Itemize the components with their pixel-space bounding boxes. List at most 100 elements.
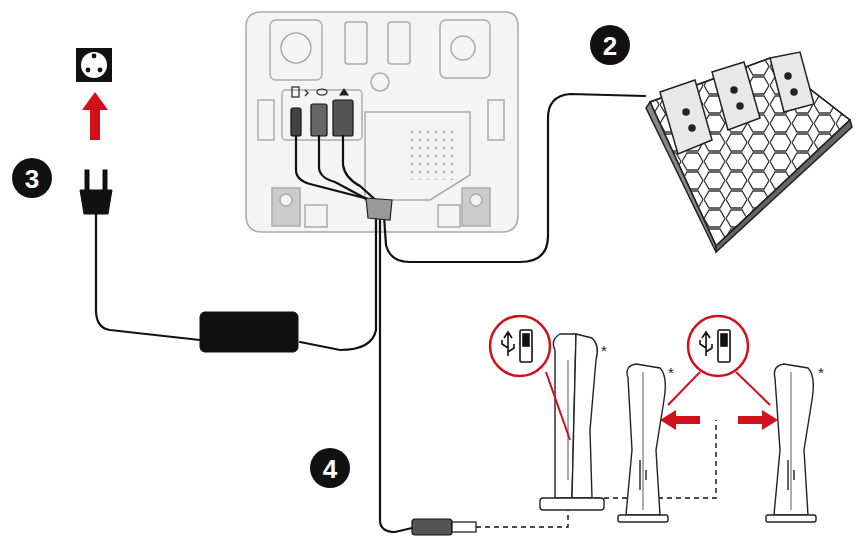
wheel-base bbox=[462, 188, 490, 226]
footnote-mark: * bbox=[601, 343, 607, 358]
port-icons bbox=[292, 87, 299, 97]
usb-port-callouts bbox=[736, 372, 770, 405]
pedal-set bbox=[683, 73, 797, 131]
wheel-base bbox=[470, 194, 482, 206]
wheel-base bbox=[280, 194, 292, 206]
wheel-base bbox=[388, 22, 410, 64]
pedal-set bbox=[731, 87, 737, 93]
plugged-connectors bbox=[311, 104, 327, 136]
wall-socket bbox=[98, 68, 103, 73]
pedal-set bbox=[683, 109, 689, 115]
wall-socket bbox=[76, 48, 112, 82]
cable-clip bbox=[366, 198, 392, 220]
callout-number: 4 bbox=[323, 456, 337, 482]
wheel-base bbox=[488, 100, 504, 140]
wheel-base bbox=[270, 20, 322, 80]
wheel-base bbox=[408, 130, 458, 180]
usb-port-callouts bbox=[490, 316, 770, 440]
port-icons bbox=[317, 89, 327, 95]
dashed-link bbox=[476, 420, 716, 527]
wheel-base bbox=[246, 12, 518, 232]
wheel-base bbox=[258, 100, 274, 140]
wheel-base bbox=[246, 12, 518, 232]
usb-icons bbox=[721, 334, 727, 346]
wheel-base bbox=[451, 36, 475, 60]
port-icons bbox=[340, 89, 348, 95]
cable-clip bbox=[366, 198, 392, 220]
console-middle bbox=[626, 364, 665, 515]
pedal-set bbox=[737, 103, 743, 109]
port-icons bbox=[292, 87, 348, 97]
console-vertical bbox=[567, 360, 568, 480]
console-middle bbox=[618, 515, 668, 522]
direction-arrows bbox=[660, 410, 700, 430]
plugged-connectors bbox=[291, 100, 353, 136]
footnote-mark: * bbox=[668, 365, 674, 380]
console-middle bbox=[640, 460, 646, 490]
port-icons bbox=[305, 90, 308, 96]
wheel-base bbox=[365, 112, 470, 200]
usb-plug bbox=[412, 519, 476, 535]
wheel-base bbox=[272, 188, 300, 226]
power-adapter bbox=[85, 170, 89, 192]
callout-discs bbox=[590, 25, 630, 65]
pedal-set bbox=[785, 73, 791, 79]
usb-icons bbox=[502, 330, 730, 362]
direction-arrows bbox=[738, 410, 778, 430]
console-right bbox=[766, 515, 816, 522]
pedal-set bbox=[689, 125, 695, 131]
wall-socket bbox=[92, 54, 97, 59]
power-adapter bbox=[80, 190, 112, 214]
pedal-set bbox=[660, 80, 712, 154]
callout-number: 2 bbox=[603, 33, 617, 59]
pedal-set bbox=[712, 62, 760, 130]
console-vertical bbox=[540, 498, 604, 510]
pedal-set bbox=[791, 89, 797, 95]
footnote-mark: * bbox=[818, 365, 824, 380]
usb-icons bbox=[700, 332, 712, 356]
wheel-base bbox=[345, 22, 367, 64]
usb-port-callouts bbox=[546, 372, 570, 440]
callout-discs bbox=[12, 25, 630, 488]
wall-socket bbox=[76, 48, 112, 82]
wall-socket bbox=[81, 52, 107, 78]
plugged-connectors bbox=[291, 108, 301, 136]
pedal-set bbox=[660, 52, 814, 154]
cables bbox=[343, 136, 380, 204]
callout-discs bbox=[310, 448, 350, 488]
console-middle bbox=[618, 364, 668, 522]
power-adapter bbox=[103, 170, 107, 192]
pedal-set bbox=[646, 52, 852, 252]
console-right bbox=[766, 364, 816, 522]
wheel-base bbox=[371, 73, 389, 91]
cables bbox=[96, 94, 645, 532]
wheel-base bbox=[281, 33, 311, 63]
usb-icons bbox=[523, 334, 529, 346]
cables bbox=[380, 218, 412, 532]
cables bbox=[296, 136, 372, 200]
direction-arrows bbox=[82, 92, 108, 140]
callout-discs bbox=[12, 158, 52, 198]
wheel-base bbox=[438, 205, 460, 227]
power-adapter bbox=[80, 170, 298, 352]
usb-port-callouts bbox=[688, 316, 748, 376]
cables bbox=[96, 214, 200, 340]
pedal-set bbox=[716, 120, 852, 252]
usb-icons bbox=[718, 330, 730, 362]
callout-number: 3 bbox=[25, 166, 39, 192]
power-adapter bbox=[200, 312, 298, 352]
console-right bbox=[788, 460, 794, 490]
console-right bbox=[774, 364, 813, 515]
cables bbox=[300, 218, 376, 350]
usb-icons bbox=[502, 332, 514, 356]
wheel-base bbox=[440, 20, 490, 78]
console-vertical bbox=[572, 334, 597, 498]
console-middle bbox=[642, 372, 643, 510]
cables bbox=[384, 94, 645, 262]
usb-icons bbox=[520, 330, 532, 362]
console-right bbox=[790, 372, 791, 510]
usb-port-callouts bbox=[490, 316, 550, 376]
plugged-connectors bbox=[333, 100, 353, 136]
wall-socket bbox=[86, 68, 91, 73]
